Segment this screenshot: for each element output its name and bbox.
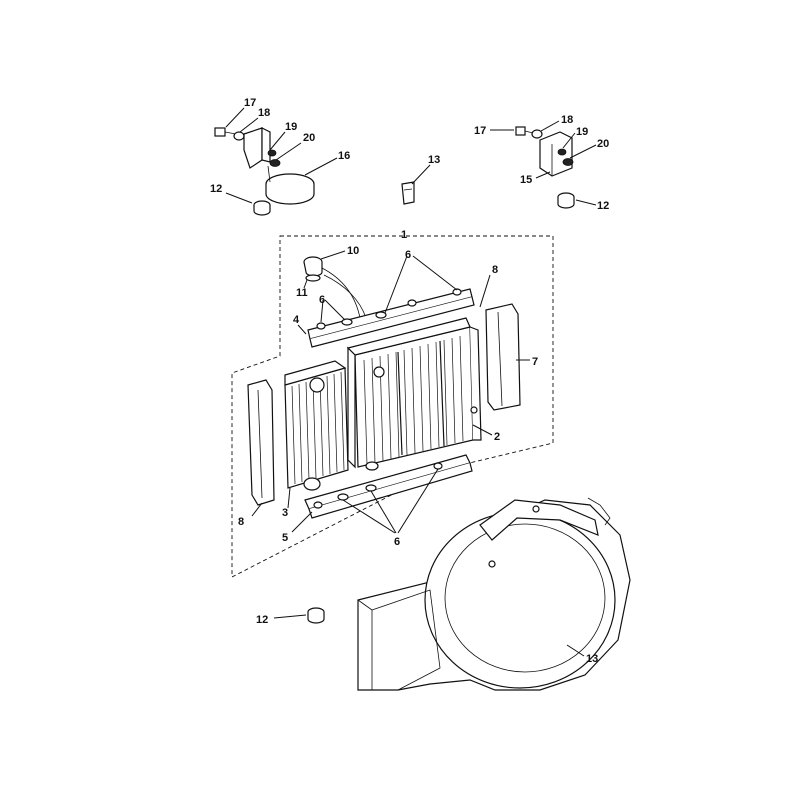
callout-11: 11 (296, 287, 308, 299)
callout-1: 1 (401, 229, 407, 241)
callout-4: 4 (293, 314, 300, 326)
grommet-12-top-right (557, 192, 575, 209)
callout-7: 7 (532, 356, 538, 368)
callout-19-right: 19 (576, 126, 588, 138)
bolt-17-left (214, 127, 237, 137)
callout-20-left: 20 (303, 132, 315, 144)
callout-13-top: 13 (428, 154, 440, 166)
left-strap-bracket-assembly (214, 107, 338, 216)
callout-6-bottom: 6 (394, 536, 400, 548)
callout-15: 15 (520, 174, 532, 186)
top-rail-4 (307, 288, 475, 348)
grommet-12-bottom (307, 607, 325, 624)
nuts-19-20-right (557, 148, 574, 166)
callout-16: 16 (338, 150, 350, 162)
bolt-17-right (515, 126, 534, 136)
strap-band-16 (265, 165, 315, 205)
fan-shroud-13 (357, 497, 631, 691)
callout-18-right: 18 (561, 114, 573, 126)
side-baffle-7 (485, 303, 521, 411)
callout-13-bottom: 13 (586, 653, 598, 665)
callout-12-top-left: 12 (210, 183, 222, 195)
bracket-16-left (243, 127, 271, 169)
cooler-3 (284, 360, 349, 491)
callout-8-right: 8 (492, 264, 498, 276)
callout-2: 2 (494, 431, 500, 443)
radiator-core-2 (346, 317, 482, 471)
washer-18-left (233, 131, 245, 141)
callout-10: 10 (347, 245, 359, 257)
callout-3: 3 (282, 507, 288, 519)
washer-18-right (531, 129, 543, 139)
callout-12-top-right: 12 (597, 200, 609, 212)
callout-8-left: 8 (238, 516, 244, 528)
callout-18-left: 18 (258, 107, 270, 119)
right-bracket-assembly (490, 120, 597, 209)
callout-17-left: 17 (244, 97, 256, 109)
callout-6-mid: 6 (319, 294, 325, 306)
callout-17-right: 17 (474, 125, 486, 137)
callout-5: 5 (282, 532, 288, 544)
callout-19-left: 19 (285, 121, 297, 133)
clip-13-top (401, 164, 431, 205)
nuts-19-20-left (267, 149, 281, 167)
side-baffle-8-left (247, 379, 275, 506)
callout-12-bottom: 12 (256, 614, 268, 626)
filler-cap-10 (303, 256, 367, 319)
grommet-12-top-left (253, 200, 271, 216)
callout-20-right: 20 (597, 138, 609, 150)
callout-6-top: 6 (405, 249, 411, 261)
bracket-15 (539, 131, 573, 177)
